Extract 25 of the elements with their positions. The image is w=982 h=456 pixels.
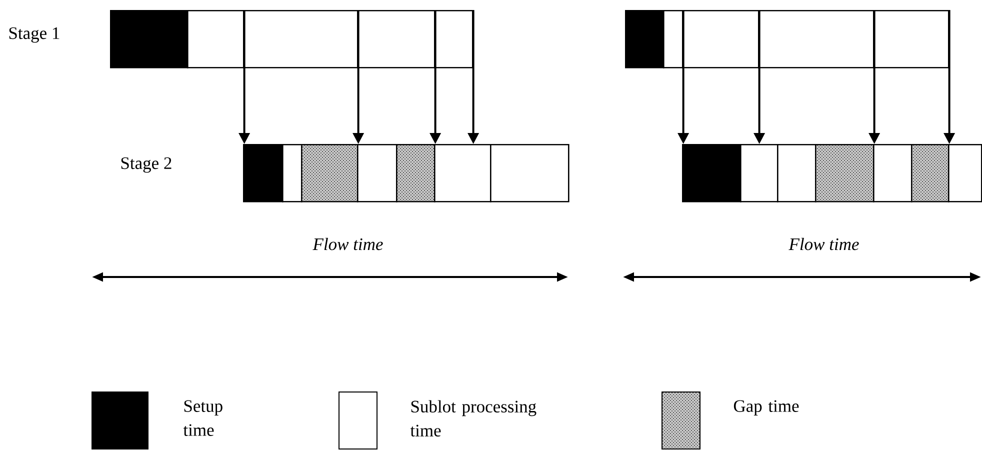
- time-segment: [625, 10, 664, 68]
- time-segment: [434, 10, 474, 68]
- legend-label: Sublot processing time: [410, 400, 536, 437]
- time-segment: [740, 144, 778, 202]
- legend-label: Gap time: [734, 400, 799, 416]
- time-segment: [243, 144, 284, 202]
- axis-label: Flow time: [312, 238, 383, 250]
- time-segment: [110, 10, 188, 68]
- stage-label: Stage 2: [121, 157, 172, 173]
- time-segment: [434, 144, 492, 202]
- time-segment: [357, 10, 436, 68]
- axis-label: Flow time: [788, 238, 859, 250]
- time-segment: [663, 10, 684, 68]
- time-segment: [682, 144, 742, 202]
- time-segment: [187, 10, 244, 68]
- time-segment: [357, 144, 398, 202]
- time-segment: [282, 144, 302, 202]
- time-segment: [873, 144, 912, 202]
- time-segment: [490, 144, 570, 202]
- time-segment: [948, 144, 982, 202]
- time-segment: [777, 144, 816, 202]
- time-segment: [873, 10, 950, 68]
- stage-label: Stage 1: [9, 27, 60, 43]
- time-segment: [758, 10, 874, 68]
- legend-label: Setup time: [183, 400, 222, 436]
